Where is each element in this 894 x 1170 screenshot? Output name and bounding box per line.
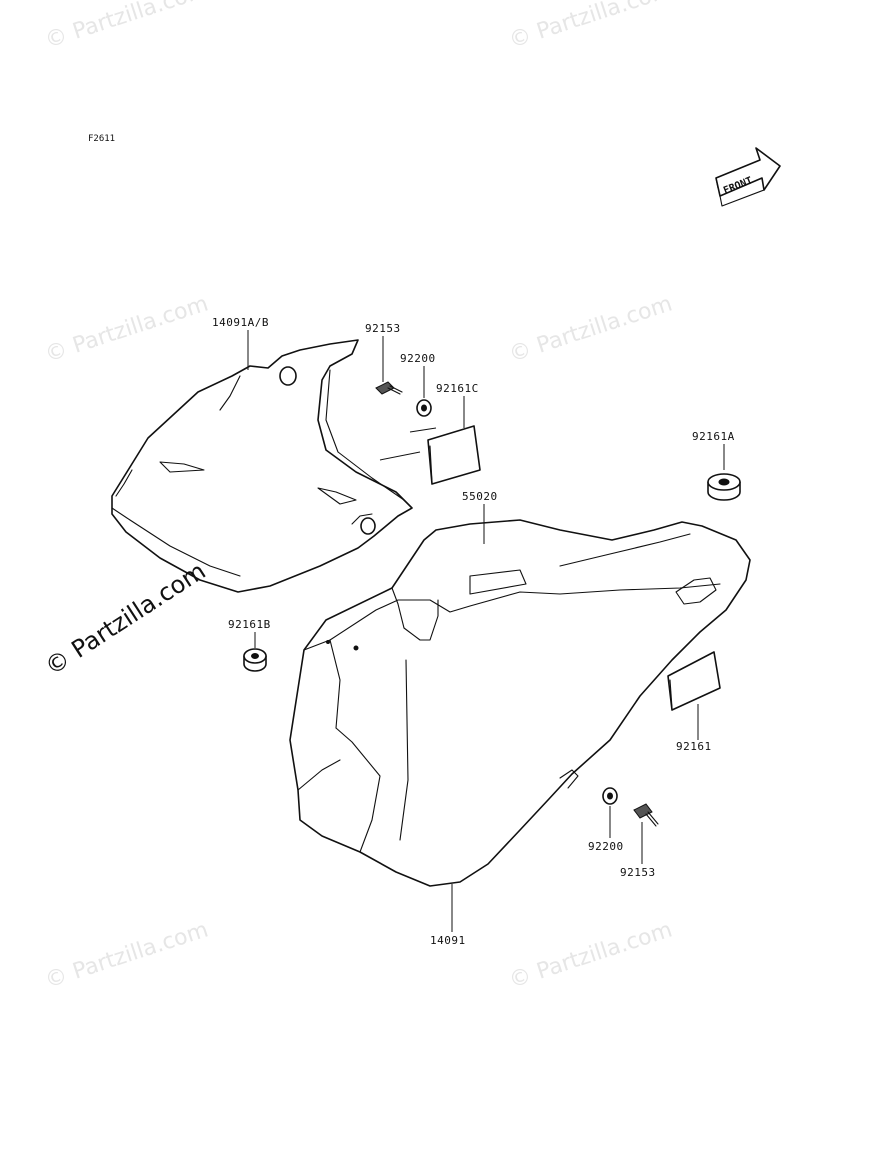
pad-92161 xyxy=(667,651,721,711)
label-55020: 55020 xyxy=(462,490,498,503)
grommet-92161a xyxy=(707,473,741,501)
part-labels: 14091A/B 92153 92200 92161C 92161A 55020… xyxy=(212,316,735,947)
main-side-cover xyxy=(289,519,751,887)
label-92161b: 92161B xyxy=(228,618,271,631)
watermark: © Partzilla.com xyxy=(506,917,675,993)
front-arrow-icon: FRONT xyxy=(715,147,781,207)
grommet-92161b xyxy=(243,648,267,672)
watermark-prominent: © Partzilla.com xyxy=(40,557,211,681)
label-14091ab: 14091A/B xyxy=(212,316,269,329)
figure-code: F2611 xyxy=(88,134,115,144)
bolt-92153-bottom xyxy=(633,803,659,827)
washer-92200-bottom xyxy=(602,787,618,805)
label-92153-bottom: 92153 xyxy=(620,866,656,879)
watermark: © Partzilla.com xyxy=(506,0,675,54)
label-92200-top: 92200 xyxy=(400,352,436,365)
watermark: © Partzilla.com xyxy=(42,0,211,54)
pad-92161c xyxy=(427,425,481,485)
watermark: © Partzilla.com xyxy=(506,291,675,367)
label-14091: 14091 xyxy=(430,934,466,947)
label-92161a: 92161A xyxy=(692,430,735,443)
label-92161: 92161 xyxy=(676,740,712,753)
label-92161c: 92161C xyxy=(436,382,479,395)
bolt-92153-top xyxy=(375,381,403,395)
label-92153-top: 92153 xyxy=(365,322,401,335)
washer-92200-top xyxy=(416,399,432,417)
leader-lines xyxy=(247,330,725,932)
watermark: © Partzilla.com xyxy=(42,291,211,367)
watermark: © Partzilla.com xyxy=(42,917,211,993)
upper-side-cover xyxy=(111,339,413,593)
label-92200-bottom: 92200 xyxy=(588,840,624,853)
